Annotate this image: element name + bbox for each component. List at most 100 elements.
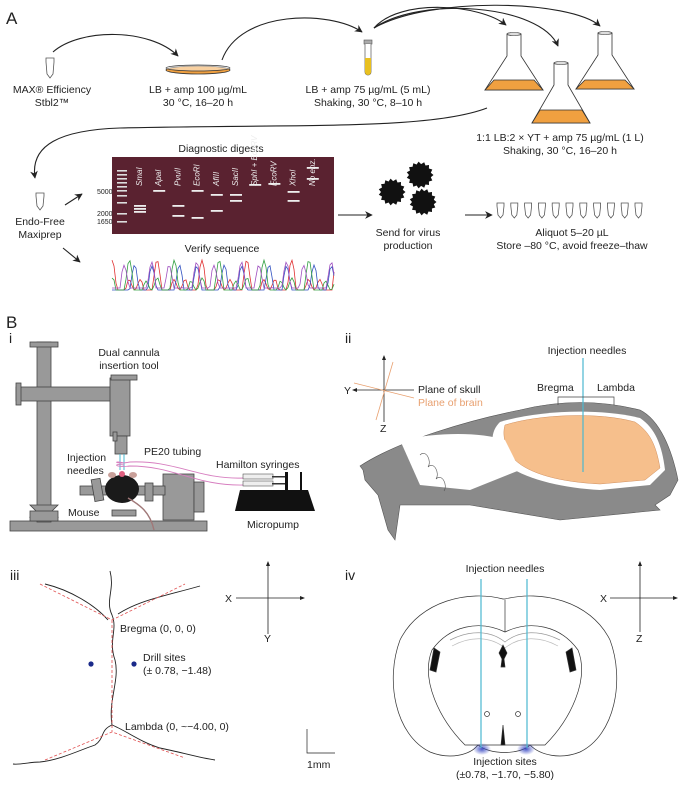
- drill-site-right: [131, 661, 137, 667]
- drill-label-2: (± 0.78, −1.48): [143, 665, 212, 677]
- aliquot-tube-icon: [579, 202, 588, 219]
- step6-line1: Send for virus: [376, 227, 441, 239]
- gel-band: [134, 208, 146, 210]
- lane-label: PvuII: [173, 167, 182, 186]
- aliquot-tubes: [496, 202, 643, 219]
- ladder-band: [117, 190, 127, 192]
- aliquot-tube-icon: [593, 202, 601, 219]
- panel-bi-label: i: [9, 330, 12, 346]
- sites-label-2: (±0.78, −1.70, −5.80): [456, 769, 554, 781]
- axis-z-label: Z: [380, 423, 387, 435]
- tool-label-1: Dual cannula: [98, 347, 159, 359]
- step7-line1: Aliquot 5–20 µL: [535, 227, 608, 239]
- aliquot-tube-icon: [524, 202, 532, 219]
- virus-icon: [378, 161, 437, 216]
- gel-ladder: [117, 170, 127, 223]
- ladder-label: 1650: [97, 219, 113, 226]
- plane-skull-label: Plane of skull: [418, 384, 480, 396]
- lane-label: XhoI: [289, 169, 298, 187]
- skull-cross-section: [359, 402, 679, 541]
- bregma-label: Bregma: [537, 382, 574, 394]
- ladder-band: [117, 170, 127, 172]
- gel-band: [230, 200, 242, 202]
- aliquot-tube-icon: [496, 202, 505, 219]
- axis-yz: [352, 355, 415, 422]
- arrow-to-gel: [64, 193, 83, 206]
- virus-particle: [378, 178, 406, 206]
- pe20-tubing: [116, 461, 245, 479]
- lambda-coords: Lambda (0, ~−4.00, 0): [125, 721, 229, 733]
- ladder-label: 2000: [97, 211, 113, 218]
- gel-band: [134, 211, 146, 213]
- arrow-2-3: [221, 17, 363, 61]
- aliquot-tube-icon: [607, 202, 615, 219]
- tool-label-2: insertion tool: [99, 360, 159, 372]
- step3-line1: LB + amp 75 µg/mL (5 mL): [305, 84, 430, 96]
- lane-label: SacII: [231, 167, 240, 186]
- culture-tube-icon: [363, 39, 373, 76]
- ladder-band: [117, 195, 127, 197]
- ladder-band: [117, 182, 127, 184]
- gel-band: [134, 205, 146, 207]
- step6-line2: production: [383, 240, 432, 252]
- gel-band: [210, 194, 223, 196]
- drill-site-left: [88, 661, 94, 667]
- virus-particle: [406, 161, 434, 189]
- panel-a-label: A: [6, 9, 18, 28]
- step7-line2: Store –80 °C, avoid freeze–thaw: [496, 240, 648, 252]
- axis-x-label: X: [600, 593, 607, 605]
- needles-label-1: Injection: [67, 452, 106, 464]
- axis-y-label: Y: [264, 633, 271, 645]
- mouse-label: Mouse: [68, 507, 100, 519]
- brain-coronal-section: [392, 595, 618, 757]
- ladder-band: [117, 186, 127, 188]
- step4-line1: 1:1 LB:2 × YT + amp 75 µg/mL (1 L): [476, 132, 644, 144]
- step5-line1: Endo-Free: [15, 216, 65, 228]
- axis-xz: [610, 561, 678, 632]
- petri-dish-icon: [165, 64, 231, 75]
- axis-y-label: Y: [344, 385, 351, 397]
- arrow-3-4c: [373, 4, 601, 29]
- step5-line2: Maxiprep: [18, 229, 61, 241]
- gel-band: [249, 184, 262, 186]
- step2-line2: 30 °C, 16–20 h: [163, 97, 233, 109]
- plane-brain-label: Plane of brain: [418, 397, 483, 409]
- bregma-lambda-bracket: [557, 396, 615, 405]
- arrow-3-4a: [373, 6, 507, 29]
- bregma-coords: Bregma (0, 0, 0): [120, 623, 196, 635]
- scale-bar: [306, 729, 335, 754]
- flask-icon: [484, 32, 544, 91]
- micropump: [235, 472, 315, 511]
- aliquot-tube-icon: [538, 202, 546, 219]
- gel-image: [112, 157, 334, 234]
- virus-particle: [409, 188, 437, 216]
- microtube-icon: [35, 192, 45, 211]
- panel-biii-label: iii: [10, 567, 19, 583]
- injection-site-right: [517, 743, 535, 755]
- skull-sutures: [12, 570, 216, 765]
- aliquot-tube-icon: [551, 202, 560, 219]
- scale-label: 1mm: [307, 759, 331, 771]
- aliquot-tube-icon: [634, 202, 643, 219]
- lane-label: EcoRI: [193, 163, 202, 186]
- flask-icon: [531, 61, 591, 124]
- lambda-label: Lambda: [597, 382, 635, 394]
- panel-b-label: B: [6, 313, 17, 332]
- injection-site-left: [473, 743, 491, 755]
- lane-label: ApaI: [154, 169, 163, 187]
- arrow-4-5: [30, 107, 488, 179]
- needle-label: Injection needles: [548, 345, 627, 357]
- aliquot-tube-icon: [620, 202, 629, 219]
- ladder-band: [117, 221, 127, 223]
- step1-line2: Stbl2™: [35, 97, 69, 109]
- syringes-label: Hamilton syringes: [216, 459, 299, 471]
- mouse-icon: [105, 471, 155, 531]
- sites-label-1: Injection sites: [473, 756, 537, 768]
- gel-band: [306, 167, 319, 169]
- gel-title: Diagnostic digests: [178, 143, 263, 155]
- gel-band: [172, 215, 185, 217]
- ladder-label: 5000: [97, 189, 113, 196]
- microtube-icon: [45, 57, 55, 79]
- pump-label: Micropump: [247, 519, 299, 531]
